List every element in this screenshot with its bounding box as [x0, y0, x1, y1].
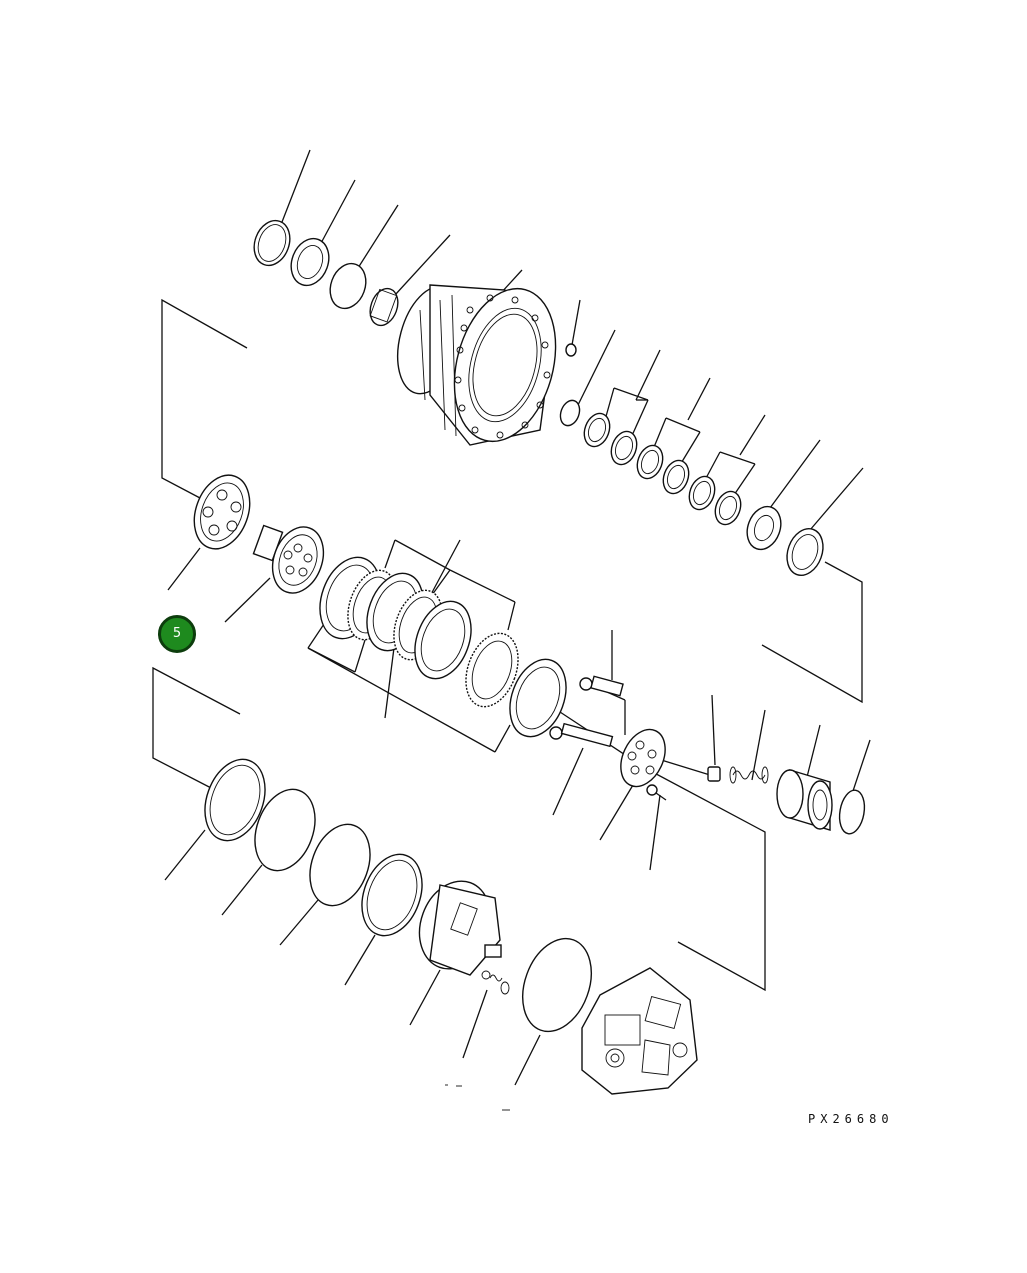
check-valve-pin [579, 675, 624, 697]
group-bracket-lines [152, 298, 863, 992]
small-spring [481, 970, 510, 995]
o-ring-large-2 [309, 823, 371, 907]
o-ring-large-1 [254, 788, 316, 872]
bearing-right [746, 505, 782, 551]
spring [729, 766, 769, 784]
o-ring-top [329, 262, 367, 310]
shim-rings [583, 412, 742, 526]
piston-rod [549, 722, 614, 748]
seal-ring-1 [204, 758, 266, 842]
leader-lines-right [577, 329, 864, 531]
snap-ring-top [253, 219, 291, 267]
cylinder-block [776, 769, 833, 831]
o-ring-large-3 [522, 937, 592, 1033]
leader-lines-lower [164, 829, 541, 1086]
separator-plate-3 [414, 600, 472, 680]
callout-badge-5[interactable]: 5 [158, 615, 196, 653]
cap-screw [646, 784, 667, 801]
seal-ring-2 [361, 853, 423, 937]
end-cap [838, 789, 866, 835]
valve-plate [620, 728, 666, 788]
bottom-stray-marks [445, 1084, 510, 1111]
cylinder-bearing [193, 474, 251, 550]
motor-housing [397, 284, 557, 446]
oil-seal [290, 237, 330, 287]
drive-gear [252, 524, 325, 594]
retaining-ring [559, 399, 581, 427]
friction-plate-3 [465, 632, 519, 708]
roller-bearing-top [369, 287, 399, 327]
nut [707, 766, 721, 782]
snap-ring-right [786, 528, 824, 576]
housing-bolt-holes [454, 294, 551, 439]
drawing-code: PX26680 [808, 1112, 894, 1126]
valve-body-casting [581, 967, 698, 1095]
callout-number: 5 [172, 626, 182, 641]
swash-plate [418, 880, 502, 976]
end-plate [509, 658, 567, 738]
plug [565, 343, 577, 357]
leader-lines-top [281, 149, 581, 346]
leader-lines-valve [552, 630, 871, 871]
